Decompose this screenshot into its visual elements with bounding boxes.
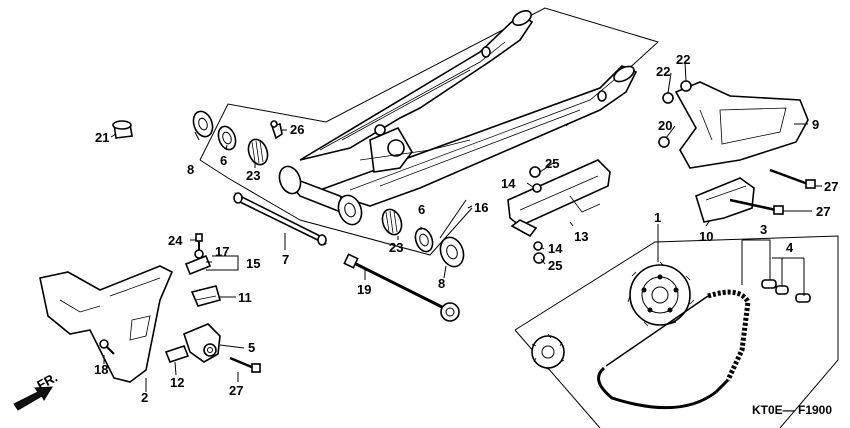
needle-bearing-left [247, 138, 269, 166]
callout-23-left: 23 [246, 168, 260, 183]
cap-21 [112, 120, 133, 139]
callout-3: 3 [760, 222, 767, 237]
bracket-5 [183, 323, 221, 363]
swingarm-group-outline [199, 7, 659, 256]
callout-24: 24 [168, 233, 183, 248]
callout-19: 19 [357, 282, 371, 297]
leader-lines [103, 61, 822, 392]
callout-27-bottom: 27 [229, 383, 243, 398]
callout-12: 12 [170, 375, 184, 390]
chain-slider [507, 159, 611, 264]
callout-9: 9 [812, 117, 819, 132]
callout-5: 5 [248, 340, 255, 355]
callout-8-left: 8 [187, 162, 194, 177]
drive-chain-box-outline [514, 235, 839, 428]
dust-seal-left [192, 110, 214, 138]
callout-8-right: 8 [438, 276, 445, 291]
dust-seal-right [439, 236, 465, 268]
needle-bearing-right [381, 208, 403, 236]
callout-16: 16 [474, 200, 488, 215]
callout-20: 20 [658, 118, 672, 133]
bolts-27 [229, 168, 816, 373]
callout-27-middle: 27 [816, 204, 830, 219]
skid-plate [39, 265, 174, 383]
callout-labels: 21 8 6 23 26 7 19 6 23 8 16 25 14 13 14 … [94, 52, 838, 405]
collar-left [217, 125, 237, 151]
callout-2: 2 [141, 390, 148, 405]
front-arrow-icon: FR. [13, 370, 60, 411]
callout-21: 21 [95, 130, 109, 145]
callout-15: 15 [246, 256, 260, 271]
callout-13: 13 [574, 229, 588, 244]
callout-27-top: 27 [824, 179, 838, 194]
callout-17: 17 [215, 244, 229, 259]
bolt-18 [99, 339, 115, 355]
callout-7: 7 [282, 252, 289, 267]
grease-fitting [270, 120, 283, 140]
callout-4: 4 [786, 240, 794, 255]
callout-14-top: 14 [501, 176, 516, 191]
callout-14-bottom: 14 [548, 241, 563, 256]
pivot-collar [233, 192, 327, 246]
collar-12 [164, 345, 190, 363]
diagram-code: KT0E— F1900 [752, 403, 832, 417]
drive-sprocket [531, 333, 565, 371]
callout-25-top: 25 [545, 156, 559, 171]
driven-sprocket [627, 261, 695, 327]
callout-6-right: 6 [418, 202, 425, 217]
guide-plate [695, 177, 755, 223]
callout-22-right: 22 [676, 52, 690, 67]
collar-right [414, 227, 434, 253]
slider-11 [190, 285, 221, 307]
drive-chain [597, 289, 751, 410]
right-pivot-parts [381, 208, 465, 268]
chain-guide [658, 80, 809, 169]
callout-26: 26 [290, 122, 304, 137]
callout-11: 11 [238, 290, 252, 305]
callout-23-right: 23 [389, 240, 403, 255]
left-pivot-parts [192, 110, 283, 166]
master-link [761, 279, 811, 303]
pivot-bolt [343, 253, 460, 322]
swingarm [278, 9, 638, 226]
callout-22-left: 22 [656, 64, 670, 79]
callout-1: 1 [654, 210, 661, 225]
callout-6-left: 6 [220, 153, 227, 168]
clip-17 [184, 233, 212, 276]
callout-18: 18 [94, 362, 108, 377]
callout-10: 10 [699, 229, 713, 244]
callout-25-bottom: 25 [548, 258, 562, 273]
